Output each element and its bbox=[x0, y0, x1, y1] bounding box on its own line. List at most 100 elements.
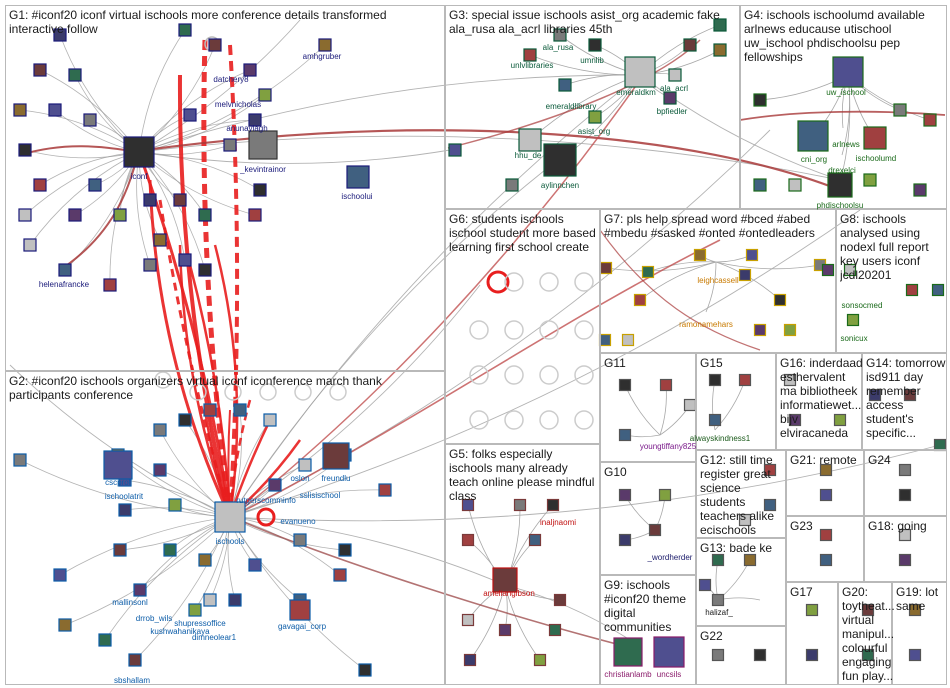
node-label-dimneolear1: dimneolear1 bbox=[191, 633, 237, 642]
node-tile bbox=[833, 413, 847, 427]
self-loop bbox=[574, 410, 594, 430]
node-tile bbox=[663, 91, 677, 105]
node-tile bbox=[183, 108, 197, 122]
node-label-hhu_de: hhu_de bbox=[514, 151, 542, 160]
group-title-g9: G9: ischools #iconf20 theme digital comm… bbox=[604, 578, 687, 634]
node-tile bbox=[318, 38, 332, 52]
node-tile bbox=[198, 263, 212, 277]
group-title-g18: G18: going bbox=[868, 519, 927, 533]
node-tile bbox=[588, 38, 602, 52]
node-hhu bbox=[518, 128, 542, 152]
group-title-g7: G7: pls help spread word #bced #abed #mb… bbox=[604, 212, 815, 240]
group-box-g24: G24 bbox=[864, 450, 947, 516]
group-title-g3: G3: special issue ischools asist_org aca… bbox=[449, 8, 720, 36]
node-label-cscprof: cscprof bbox=[105, 478, 131, 487]
node-tile bbox=[223, 138, 237, 152]
node-tile bbox=[558, 78, 572, 92]
node-tile bbox=[905, 283, 919, 297]
node-tile bbox=[53, 28, 67, 42]
node-tile bbox=[843, 263, 857, 277]
node-tile bbox=[648, 523, 662, 537]
node-tile bbox=[819, 528, 833, 542]
edge bbox=[64, 516, 231, 626]
node-tile bbox=[103, 278, 117, 292]
node-tile bbox=[711, 648, 725, 662]
node-tile bbox=[711, 553, 725, 567]
group-box-g23: G23 bbox=[786, 516, 864, 582]
edge bbox=[104, 516, 231, 641]
group-box-g12: G12: still time register great science s… bbox=[696, 450, 786, 538]
self-loop bbox=[189, 383, 207, 401]
node-label-anunaylagh: anunaylagh bbox=[226, 124, 268, 133]
node-tile bbox=[83, 113, 97, 127]
node-tile bbox=[861, 648, 875, 662]
node-tile bbox=[58, 618, 72, 632]
node-tile bbox=[819, 488, 833, 502]
node-tile bbox=[773, 293, 787, 307]
node-label-drrob_wils: drrob_wils bbox=[135, 614, 173, 623]
node-tile bbox=[153, 463, 167, 477]
node-tile bbox=[898, 463, 912, 477]
node-tile bbox=[618, 533, 632, 547]
node-tile bbox=[683, 38, 697, 52]
node-tile bbox=[528, 533, 542, 547]
node-ameliangibson bbox=[492, 567, 518, 593]
node-label-unlvlibraries: unlvlibraries bbox=[510, 61, 554, 70]
edge-g7 bbox=[647, 261, 717, 273]
node-label-sonsocmed: sonsocmed bbox=[841, 301, 883, 310]
group-title-g13: G13: bade ke bbox=[700, 541, 773, 555]
node-freundlu bbox=[322, 442, 350, 470]
node-tile bbox=[228, 593, 242, 607]
node-tile bbox=[18, 143, 32, 157]
group-box-g9: G9: ischools #iconf20 theme digital comm… bbox=[600, 575, 696, 685]
node-tile bbox=[763, 498, 777, 512]
node-tile bbox=[753, 648, 767, 662]
node-tile bbox=[68, 68, 82, 82]
node-tile bbox=[268, 478, 282, 492]
group-title-g17: G17 bbox=[790, 585, 813, 599]
node-label-drexelci: drexelci bbox=[828, 166, 856, 175]
node-tile bbox=[618, 378, 632, 392]
node-tile bbox=[208, 38, 222, 52]
group-box-g20: G20: toytheat... virtual manipul... colo… bbox=[838, 582, 895, 685]
group-box-g8: G8: ischools analysed using nodexl full … bbox=[836, 209, 947, 353]
node-tile bbox=[548, 623, 562, 637]
group-title-g24: G24 bbox=[868, 453, 891, 467]
node-tile bbox=[203, 593, 217, 607]
node-cscprof bbox=[103, 450, 133, 480]
node-label-leighcassell: leighcassell bbox=[697, 276, 739, 285]
edge-cross bbox=[229, 444, 941, 522]
self-loop bbox=[574, 365, 594, 385]
edge-cross bbox=[504, 584, 631, 641]
node-tile bbox=[263, 413, 277, 427]
node-label-inaljnaomi: inaljnaomi bbox=[539, 518, 577, 527]
node-tile bbox=[248, 208, 262, 222]
group-box-g17: G17 bbox=[786, 582, 838, 685]
node-tile bbox=[641, 265, 655, 279]
node-label-halizaf: halizaf_ bbox=[705, 608, 733, 617]
node-label-alwayskindness1: alwayskindness1 bbox=[689, 434, 751, 443]
node-kevintrainor bbox=[248, 130, 278, 160]
self-loop bbox=[539, 365, 559, 385]
node-tile bbox=[788, 178, 802, 192]
edge-cross bbox=[229, 169, 546, 518]
node-tile bbox=[698, 578, 712, 592]
self-loop bbox=[256, 507, 276, 527]
node-tile bbox=[53, 568, 67, 582]
node-tile bbox=[113, 543, 127, 557]
node-tile bbox=[846, 313, 860, 327]
group-title-g10: G10 bbox=[604, 465, 627, 479]
group-box-g3: G3: special issue ischools asist_org aca… bbox=[445, 5, 740, 209]
self-loop bbox=[504, 410, 524, 430]
node-tile bbox=[168, 498, 182, 512]
node-ischoolumd bbox=[863, 126, 887, 150]
node-label-youngtiffany825: youngtiffany825 bbox=[639, 442, 697, 451]
group-title-g20: G20: toytheat... virtual manipul... colo… bbox=[842, 585, 895, 683]
node-tile bbox=[533, 653, 547, 667]
node-tile bbox=[88, 178, 102, 192]
node-tile bbox=[33, 178, 47, 192]
edge-g7 bbox=[639, 261, 717, 301]
edge-cross bbox=[138, 135, 841, 181]
node-tile bbox=[113, 208, 127, 222]
node-tile bbox=[448, 143, 462, 157]
